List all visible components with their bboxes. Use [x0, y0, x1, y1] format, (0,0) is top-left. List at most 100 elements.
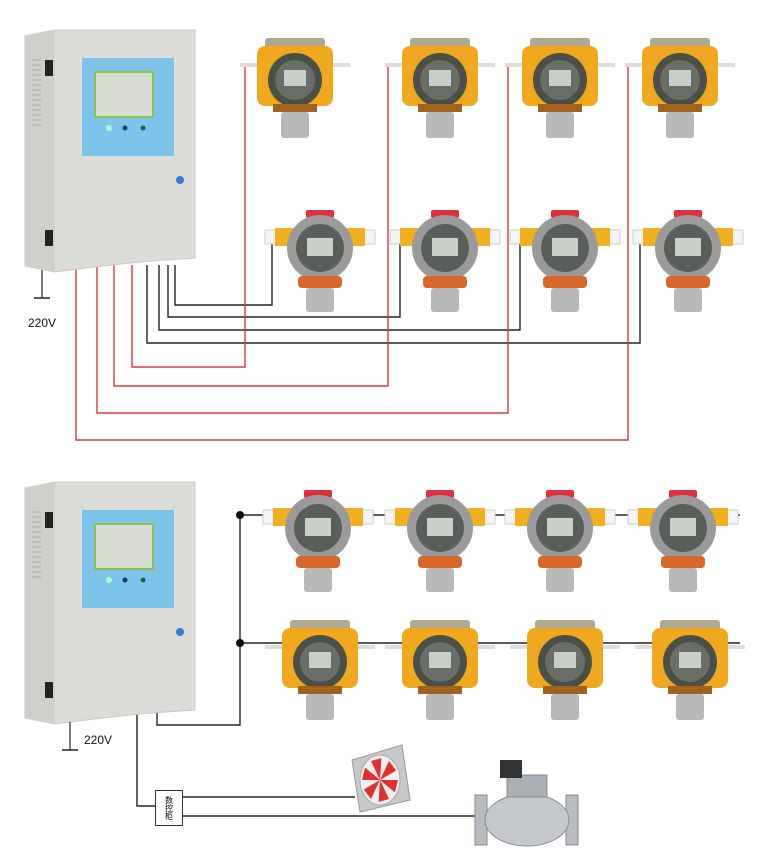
base — [543, 686, 587, 694]
sensor — [674, 288, 702, 312]
display — [427, 518, 453, 536]
gas-detector-yellow — [265, 620, 375, 720]
relay-wire — [136, 700, 155, 807]
lcd-screen — [94, 71, 154, 118]
base — [418, 686, 462, 694]
display — [432, 238, 458, 256]
gas-detector-grey — [509, 210, 621, 312]
gas-detector-grey — [384, 490, 496, 592]
sensor — [426, 568, 454, 592]
cap — [290, 620, 350, 630]
cap — [410, 620, 470, 630]
gas-detector-grey — [262, 490, 374, 592]
lcd-screen — [94, 523, 154, 570]
cap — [650, 38, 710, 48]
junction-dot — [236, 511, 244, 519]
fan-blade — [378, 780, 389, 802]
base — [423, 276, 467, 288]
sensor — [426, 112, 454, 138]
fan-blade — [380, 780, 398, 793]
display — [549, 70, 571, 86]
gas-detector-yellow — [240, 38, 350, 138]
fan-blade — [363, 780, 380, 800]
gas-detector-yellow — [625, 38, 735, 138]
sensor — [431, 288, 459, 312]
solenoid-valve — [474, 760, 579, 847]
base — [296, 556, 340, 568]
gas-detector-grey — [627, 490, 739, 592]
base — [538, 556, 582, 568]
lock-icon — [176, 628, 184, 636]
display — [679, 652, 701, 668]
solenoid-coil — [500, 760, 522, 778]
controller-panel-bottom — [24, 481, 196, 725]
sensor — [546, 568, 574, 592]
latch — [45, 60, 53, 76]
sensor — [676, 694, 704, 720]
signal-wire — [131, 65, 246, 368]
fault-led — [122, 125, 128, 131]
base — [666, 276, 710, 288]
display — [284, 70, 306, 86]
gas-detector-yellow — [385, 38, 495, 138]
base — [273, 104, 317, 112]
display — [552, 238, 578, 256]
fault-led — [122, 577, 128, 583]
base — [543, 276, 587, 288]
sensor — [304, 568, 332, 592]
base — [538, 104, 582, 112]
gas-detector-yellow — [635, 620, 745, 720]
sensor — [666, 112, 694, 138]
gas-detector-grey — [632, 210, 744, 312]
sensor — [306, 694, 334, 720]
signal-wire — [75, 65, 629, 441]
base — [298, 276, 342, 288]
base — [418, 556, 462, 568]
gas-detector-yellow — [510, 620, 620, 720]
power-wire — [158, 235, 521, 331]
relay-box: 数控柜 — [155, 790, 183, 826]
alarm-led — [140, 577, 146, 583]
sensor — [551, 288, 579, 312]
base — [418, 104, 462, 112]
latch — [45, 512, 53, 528]
display — [305, 518, 331, 536]
latch — [45, 230, 53, 246]
power-led — [106, 125, 112, 131]
cap — [530, 38, 590, 48]
power-wire — [146, 235, 641, 344]
power-label-bottom: 220V — [84, 733, 113, 747]
gas-detector-grey — [504, 490, 616, 592]
power-wire — [167, 235, 401, 318]
signal-wire — [113, 65, 389, 387]
valve-body — [484, 793, 570, 847]
gas-detector-grey — [264, 210, 376, 312]
display — [547, 518, 573, 536]
cap — [535, 620, 595, 630]
gas-detector-yellow — [385, 620, 495, 720]
cap — [410, 38, 470, 48]
signal-wire — [96, 65, 509, 414]
display — [429, 70, 451, 86]
power-led — [106, 577, 112, 583]
latch — [45, 682, 53, 698]
fan-blade — [371, 758, 382, 780]
valve-bonnet — [506, 774, 548, 798]
base — [668, 686, 712, 694]
base — [661, 556, 705, 568]
display — [429, 652, 451, 668]
display — [675, 238, 701, 256]
sensor — [281, 112, 309, 138]
junction-dot — [236, 639, 244, 647]
gas-detector-grey — [389, 210, 501, 312]
cap — [660, 620, 720, 630]
controller-panel-top — [24, 29, 196, 273]
power-wire — [174, 235, 273, 306]
cap — [265, 38, 325, 48]
sensor — [426, 694, 454, 720]
gas-detector-yellow — [505, 38, 615, 138]
display — [307, 238, 333, 256]
power-label-top: 220V — [28, 316, 57, 330]
display — [309, 652, 331, 668]
